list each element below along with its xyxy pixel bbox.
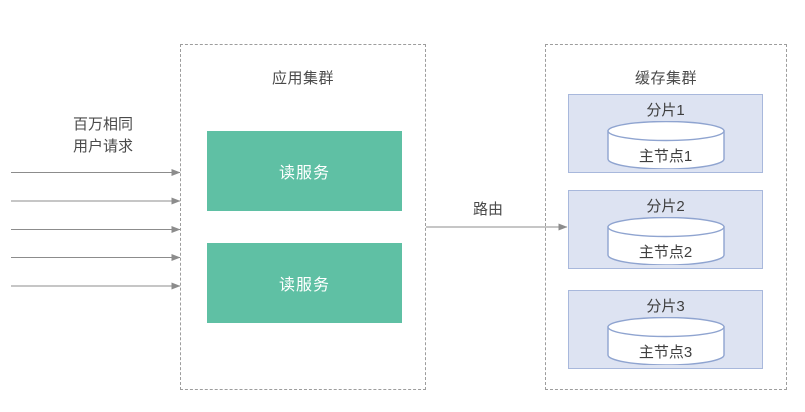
db-cylinder-icon: 主节点3 (606, 316, 725, 370)
db-cylinder-icon: 主节点1 (606, 120, 725, 174)
request-label-line2: 用户请求 (72, 138, 133, 155)
shard-box-2[interactable]: 分片2 主节点2 (568, 190, 763, 269)
service-box-label: 读服务 (278, 165, 330, 182)
request-label: 百万相同 用户请求 (44, 114, 162, 158)
shard-box-3[interactable]: 分片3 主节点3 (568, 290, 763, 369)
app-cluster-container: 应用集群 (180, 44, 426, 390)
service-box-label: 读服务 (278, 277, 330, 294)
service-box-read-1[interactable]: 读服务 (207, 131, 402, 211)
cache-cluster-container: 缓存集群 (545, 44, 787, 390)
app-cluster-title: 应用集群 (271, 70, 334, 87)
shard-title: 分片2 (646, 198, 685, 215)
service-box-read-2[interactable]: 读服务 (207, 243, 402, 323)
route-arrow-label: 路由 (472, 201, 503, 218)
cache-cluster-title: 缓存集群 (634, 70, 697, 87)
request-arrow-group (11, 169, 181, 290)
shard-box-1[interactable]: 分片1 主节点1 (568, 94, 763, 173)
shard-title: 分片1 (646, 102, 685, 119)
db-cylinder-icon: 主节点2 (606, 216, 725, 270)
request-label-line1: 百万相同 (72, 116, 133, 133)
shard-title: 分片3 (646, 298, 685, 315)
